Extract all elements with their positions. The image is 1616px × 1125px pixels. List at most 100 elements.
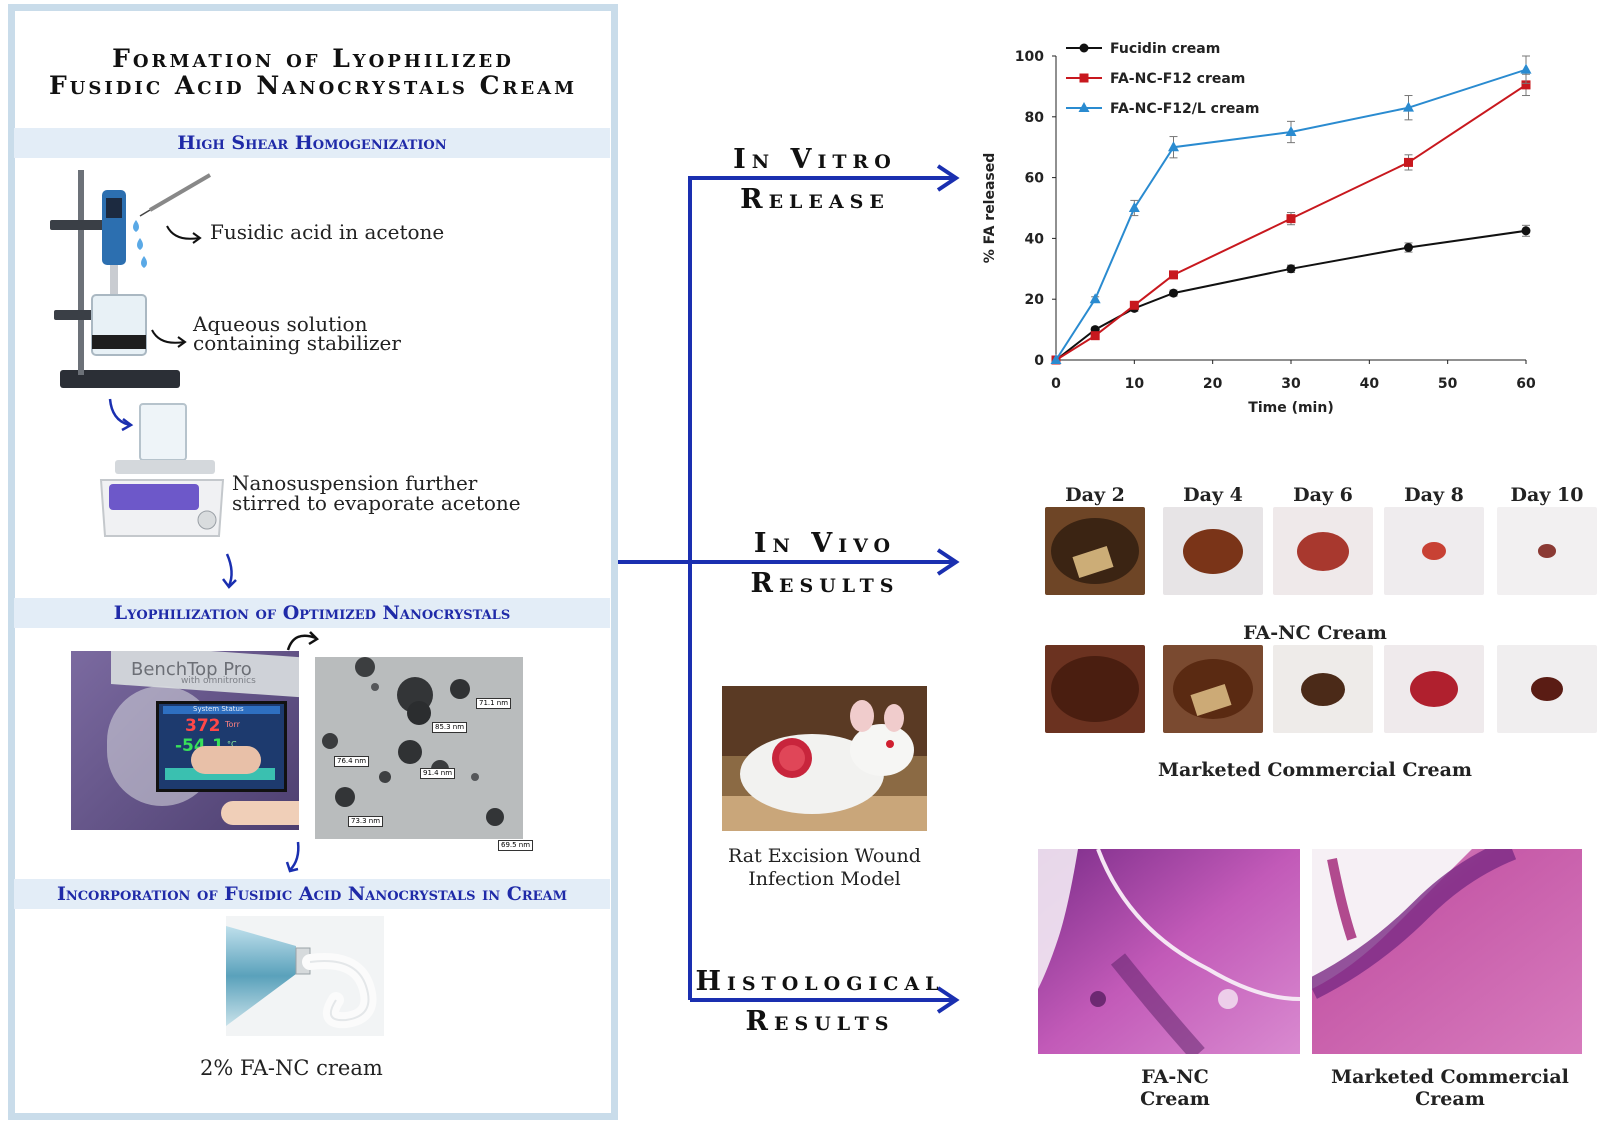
label-fusidic-acid: Fusidic acid in acetone xyxy=(210,220,445,244)
data-point xyxy=(1520,63,1532,74)
wound-lesion xyxy=(1410,671,1458,707)
x-tick-label: 0 xyxy=(1051,376,1061,392)
label-aqueous-line2: containing stabilizer xyxy=(193,331,401,355)
day-label: Day 6 xyxy=(1293,484,1353,506)
histo-caption-left-line2: Cream xyxy=(1140,1088,1210,1110)
wound-lesion xyxy=(1531,677,1563,701)
data-point xyxy=(1521,80,1531,90)
beaker-band xyxy=(92,335,146,349)
data-point xyxy=(1521,226,1531,236)
legend-marker xyxy=(1079,43,1089,53)
data-point xyxy=(1050,354,1062,364)
tem-size-label: 91.4 nm xyxy=(420,768,456,779)
x-tick-label: 50 xyxy=(1438,376,1458,392)
wound-lesion xyxy=(1538,544,1556,558)
fa-nc-wound-photo xyxy=(1045,507,1145,595)
device-pressure: 372 xyxy=(185,716,221,736)
syringe xyxy=(148,173,212,212)
histo-caption-left-line1: FA-NC xyxy=(1141,1066,1209,1088)
caption-fa-nc-cream: FA-NC Cream xyxy=(1243,622,1387,644)
label-histological-results: Results xyxy=(745,1006,895,1037)
wound-lesion xyxy=(1297,531,1349,571)
histology-fa-nc xyxy=(1038,849,1300,1054)
label-in-vivo: In Vivo xyxy=(753,528,897,559)
y-tick-label: 60 xyxy=(1025,171,1045,187)
fa-nc-wound-photo xyxy=(1163,507,1263,595)
day-label: Day 2 xyxy=(1065,484,1125,506)
data-point xyxy=(1169,288,1178,298)
label-cream: 2% FA-NC cream xyxy=(200,1056,383,1080)
label-nano-line2: stirred to evaporate acetone xyxy=(232,491,521,515)
device-status: System Status xyxy=(193,705,244,713)
droplet xyxy=(137,238,143,250)
droplet xyxy=(133,220,139,232)
stirrer-panel xyxy=(109,484,199,510)
data-point xyxy=(1169,270,1178,280)
syringe-needle xyxy=(139,209,151,217)
x-axis-label: Time (min) xyxy=(1248,400,1333,416)
finger xyxy=(191,746,261,774)
flow-arrow-icon xyxy=(285,841,300,873)
marketed-wound-photo xyxy=(1384,645,1484,733)
data-point xyxy=(1128,202,1140,212)
x-tick-label: 40 xyxy=(1360,376,1380,392)
legend-marker xyxy=(1079,73,1089,83)
flow-arrow-icon xyxy=(108,398,134,432)
day-label: Day 4 xyxy=(1183,484,1243,506)
fa-nc-wound-photo xyxy=(1497,507,1597,595)
y-tick-label: 20 xyxy=(1025,292,1045,308)
rat-caption-line2: Infection Model xyxy=(748,868,901,890)
data-point xyxy=(1090,331,1100,341)
device-brand: BenchTop Pro xyxy=(131,659,252,680)
histo-caption-right-line2: Cream xyxy=(1415,1088,1485,1110)
y-tick-label: 0 xyxy=(1034,353,1044,369)
wound-lesion xyxy=(1422,542,1446,560)
stirrer-knob xyxy=(197,510,217,530)
tem-size-label: 71.1 nm xyxy=(476,698,512,709)
legend-marker xyxy=(1078,102,1090,112)
stand-rod xyxy=(78,170,84,375)
hand xyxy=(221,801,299,825)
series-line xyxy=(1055,229,1527,361)
data-point xyxy=(1404,243,1413,253)
marketed-wound-photo xyxy=(1163,645,1263,733)
marketed-wound-photo xyxy=(1045,645,1145,733)
legend-label: FA-NC-F12/L cream xyxy=(1110,101,1259,117)
clamp-arm xyxy=(50,220,110,230)
panel-title-line1: Formation of Lyophilized xyxy=(112,44,514,73)
day-label: Day 8 xyxy=(1404,484,1464,506)
clamp-arm-lower xyxy=(54,310,94,320)
section-lyophilization: Lyophilization of Optimized Nanocrystals xyxy=(14,598,610,628)
wound-lesion xyxy=(1183,528,1243,574)
tem-size-label: 69.5 nm xyxy=(498,840,534,851)
device-sub: with omnitronics xyxy=(181,676,256,686)
histo-caption-right-line1: Marketed Commercial xyxy=(1331,1066,1569,1088)
homogenizer-illustration xyxy=(50,170,212,388)
cream-tube-photo xyxy=(226,916,384,1036)
y-tick-label: 100 xyxy=(1015,49,1044,65)
caption-marketed-cream: Marketed Commercial Cream xyxy=(1157,759,1473,781)
rat-photo xyxy=(722,686,927,831)
x-tick-label: 20 xyxy=(1203,376,1223,392)
data-point xyxy=(1403,101,1414,112)
y-tick-label: 80 xyxy=(1025,110,1045,126)
legend-label: Fucidin cream xyxy=(1110,41,1220,57)
magnetic-stirrer-illustration xyxy=(99,403,225,537)
wound-lesion xyxy=(1301,672,1345,706)
device-screen[interactable]: System Status 372 Torr -54.1 °C xyxy=(156,701,287,792)
stand-base xyxy=(60,370,180,388)
data-point xyxy=(1089,293,1101,304)
label-in-vitro-release: Release xyxy=(740,184,890,215)
y-tick-label: 40 xyxy=(1025,231,1045,247)
curved-arrow-icon xyxy=(151,329,187,348)
droplet xyxy=(141,256,147,268)
rat-caption-line1: Rat Excision Wound xyxy=(728,845,921,867)
label-histological: Histological xyxy=(695,966,945,997)
x-tick-label: 60 xyxy=(1516,376,1536,392)
data-point xyxy=(1129,300,1139,310)
homogenizer-display xyxy=(106,198,122,218)
panel-title-line2: Fusidic Acid Nanocrystals Cream xyxy=(48,71,578,100)
tem-size-label: 73.3 nm xyxy=(348,816,384,827)
legend-label: FA-NC-F12 cream xyxy=(1110,71,1245,87)
